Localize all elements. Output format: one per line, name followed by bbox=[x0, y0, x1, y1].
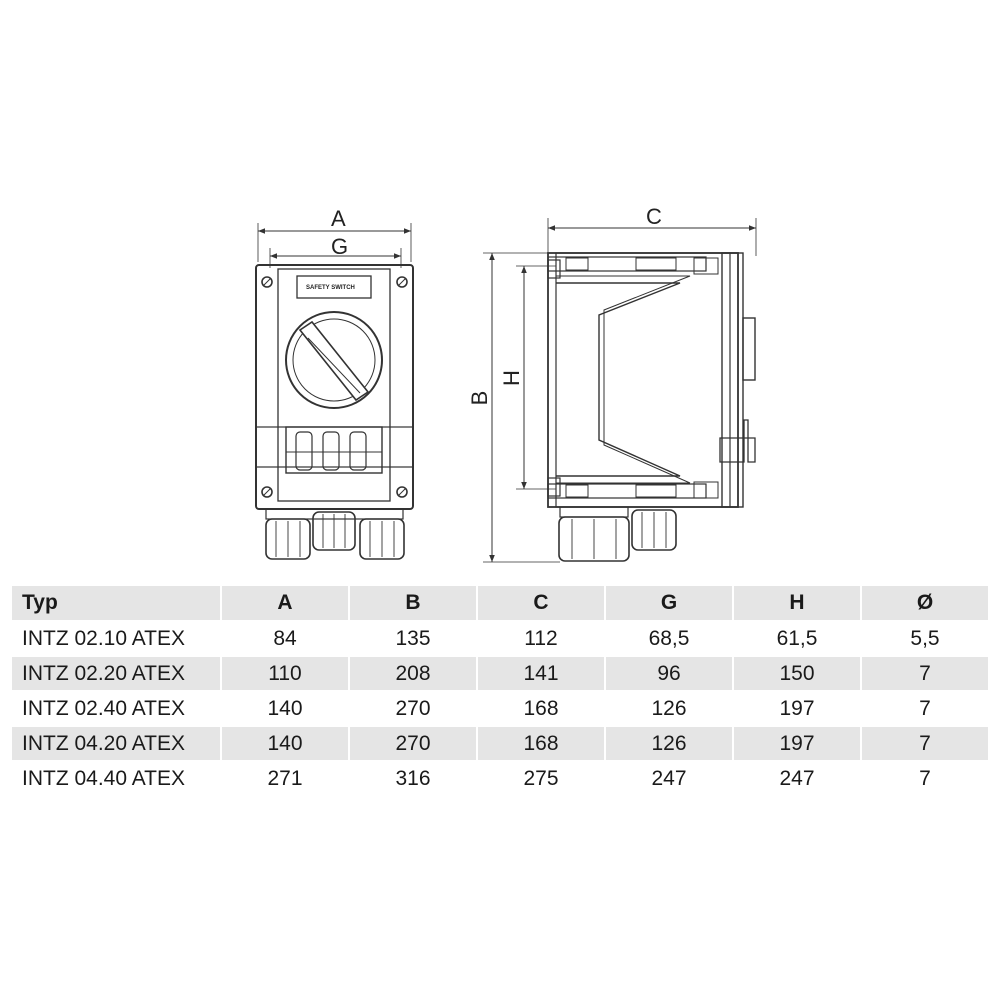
col-header-b: B bbox=[350, 586, 476, 620]
cell-typ: INTZ 02.40 ATEX bbox=[22, 696, 186, 720]
screw-icon bbox=[261, 276, 273, 288]
cable-gland-icon bbox=[265, 518, 311, 560]
cable-gland-icon bbox=[631, 509, 677, 551]
cell-h: 197 bbox=[779, 696, 815, 720]
dim-label-g: G bbox=[331, 234, 348, 259]
cell-g: 68,5 bbox=[648, 626, 690, 650]
cell-c: 275 bbox=[523, 766, 559, 790]
cell-b: 316 bbox=[395, 766, 431, 790]
col-header-c: C bbox=[478, 586, 604, 620]
cell-typ: INTZ 04.40 ATEX bbox=[22, 766, 186, 790]
cell-g: 126 bbox=[606, 727, 732, 760]
cell-typ: INTZ 02.20 ATEX bbox=[12, 657, 220, 690]
cell-a: 110 bbox=[222, 657, 348, 690]
cell-c: 168 bbox=[478, 727, 604, 760]
cell-b: 270 bbox=[395, 696, 431, 720]
col-header-a: A bbox=[222, 586, 348, 620]
cell-diameter: 7 bbox=[919, 766, 931, 790]
col-header-h: H bbox=[734, 586, 860, 620]
cell-a: 271 bbox=[267, 766, 303, 790]
table-header-row: Typ A B C G H Ø bbox=[12, 586, 988, 620]
cell-b: 135 bbox=[395, 626, 431, 650]
col-header-diameter: Ø bbox=[862, 586, 988, 620]
cell-typ: INTZ 02.10 ATEX bbox=[22, 626, 186, 650]
cell-diameter: 7 bbox=[919, 696, 931, 720]
cell-h: 247 bbox=[779, 766, 815, 790]
label-plate bbox=[296, 275, 372, 299]
table-row: INTZ 02.40 ATEX 140 270 168 126 197 7 bbox=[12, 692, 988, 725]
table-row: INTZ 04.20 ATEX 140 270 168 126 197 7 bbox=[12, 727, 988, 760]
cell-h: 150 bbox=[734, 657, 860, 690]
cell-c: 141 bbox=[478, 657, 604, 690]
side-view bbox=[483, 218, 757, 563]
cell-g: 247 bbox=[651, 766, 687, 790]
rotary-switch-icon bbox=[285, 311, 383, 409]
dim-label-a: A bbox=[331, 206, 346, 231]
col-header-g: G bbox=[606, 586, 732, 620]
screw-icon bbox=[261, 486, 273, 498]
dimension-table: Typ A B C G H Ø INTZ 02.10 ATEX 84 135 1… bbox=[10, 584, 990, 797]
cable-gland-icon bbox=[359, 518, 405, 560]
dim-label-b: B bbox=[467, 391, 492, 406]
front-view bbox=[255, 223, 414, 560]
cable-gland-icon bbox=[558, 516, 630, 562]
cell-a: 140 bbox=[222, 727, 348, 760]
screw-icon bbox=[396, 276, 408, 288]
plate-label: SAFETY SWITCH bbox=[306, 285, 355, 291]
dim-label-h: H bbox=[499, 370, 524, 386]
cell-diameter: 7 bbox=[862, 727, 988, 760]
cell-typ: INTZ 04.20 ATEX bbox=[12, 727, 220, 760]
cell-c: 112 bbox=[524, 626, 558, 650]
dim-label-c: C bbox=[646, 204, 662, 229]
cell-g: 96 bbox=[606, 657, 732, 690]
cell-h: 61,5 bbox=[776, 626, 818, 650]
cell-a: 84 bbox=[273, 626, 297, 650]
cell-g: 126 bbox=[651, 696, 687, 720]
cell-h: 197 bbox=[734, 727, 860, 760]
cell-b: 208 bbox=[350, 657, 476, 690]
cell-b: 270 bbox=[350, 727, 476, 760]
table-row: INTZ 02.10 ATEX 84 135 112 68,5 61,5 5,5 bbox=[12, 622, 988, 655]
technical-drawing: A G SAFETY SWITCH bbox=[255, 204, 757, 563]
cell-diameter: 7 bbox=[862, 657, 988, 690]
cell-c: 168 bbox=[523, 696, 559, 720]
side-housing bbox=[547, 252, 739, 508]
col-header-typ: Typ bbox=[12, 586, 220, 620]
cell-a: 140 bbox=[267, 696, 303, 720]
table-row: INTZ 02.20 ATEX 110 208 141 96 150 7 bbox=[12, 657, 988, 690]
cable-gland-icon bbox=[312, 511, 356, 551]
screw-icon bbox=[396, 486, 408, 498]
cell-diameter: 5,5 bbox=[910, 626, 940, 650]
table-row: INTZ 04.40 ATEX 271 316 275 247 247 7 bbox=[12, 762, 988, 795]
